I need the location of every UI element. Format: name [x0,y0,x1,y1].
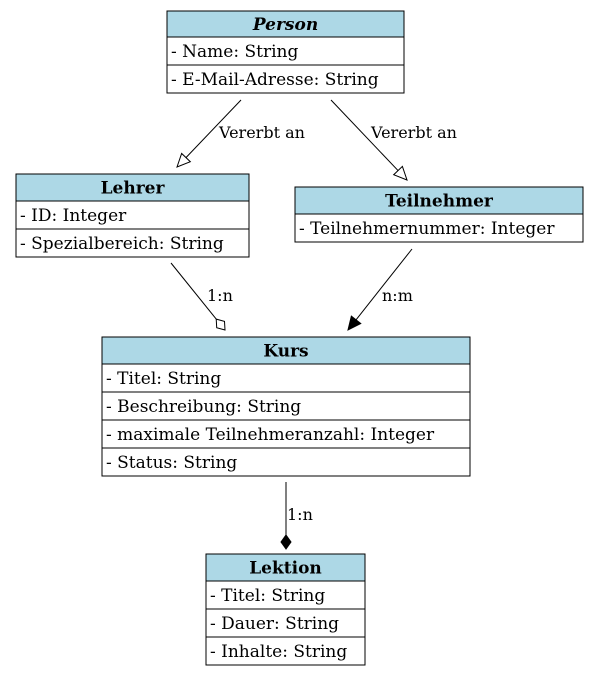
class-attribute: - maximale Teilnehmeranzahl: Integer [106,425,435,445]
class-person: Person - Name: String - E-Mail-Adresse: St… [166,10,405,94]
class-attribute: - Dauer: String [210,614,339,634]
class-title: Lehrer [101,179,166,199]
relation-teilnehmer-kurs: n:m [347,248,413,331]
relation-person-lehrer: Vererbt an [176,99,305,168]
aggregation-diamond [215,318,226,331]
class-attribute: - Spezialbereich: String [20,234,224,254]
class-header [15,173,250,202]
class-header [101,336,471,365]
class-header [294,186,584,215]
class-attribute: - Titel: String [106,369,221,389]
class-title: Person [252,15,318,35]
class-title: Lektion [249,559,322,579]
relation-lehrer-kurs: 1:n [170,262,233,331]
class-title: Kurs [263,342,308,362]
relation-line [170,262,217,320]
association-arrowhead [347,315,362,331]
class-lehrer: Lehrer - ID: Integer - Spezialbereich: Str… [15,173,250,258]
relation-label: Vererbt an [218,123,305,142]
class-attribute: - Name: String [171,42,298,62]
relation-label: 1:n [287,505,313,524]
class-attribute: - Status: String [106,453,237,473]
composition-diamond [280,534,292,550]
class-attribute: - Teilnehmernummer: Integer [299,219,555,239]
class-header [166,10,405,38]
class-kurs: Kurs - Titel: String - Beschreibung: Strin… [101,336,471,477]
relation-line [355,248,413,321]
inheritance-arrowhead [392,165,408,181]
inheritance-arrowhead [176,152,192,168]
relation-label: 1:n [207,286,233,305]
class-attribute: - Beschreibung: String [106,397,301,417]
class-title: Teilnehmer [385,192,494,212]
class-attribute: - ID: Integer [20,206,127,226]
class-attribute: - Inhalte: String [210,642,347,662]
relation-kurs-lektion: 1:n [280,482,313,550]
class-attribute: - E-Mail-Adresse: String [171,70,379,90]
class-attribute: - Titel: String [210,586,325,606]
relation-person-teilnehmer: Vererbt an [330,99,457,181]
relation-label: n:m [382,286,413,305]
class-teilnehmer: Teilnehmer - Teilnehmernummer: Integer [294,186,584,243]
relation-line [185,99,242,158]
relation-label: Vererbt an [370,123,457,142]
class-lektion: Lektion - Titel: String - Dauer: String - I… [205,553,366,666]
relation-line [330,99,399,171]
